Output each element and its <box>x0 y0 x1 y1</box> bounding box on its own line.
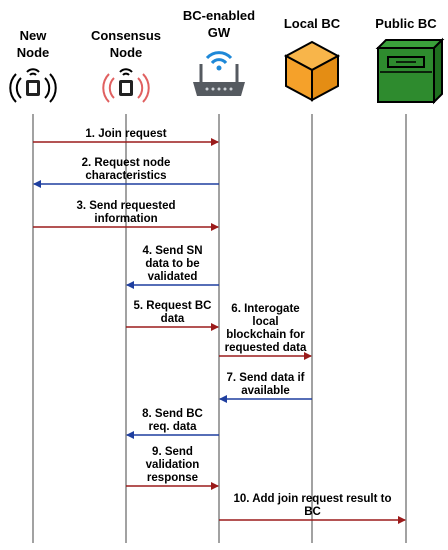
message-label: requested data <box>225 342 307 354</box>
message-label: 6. Interogate <box>231 303 299 315</box>
participant-label-consensus-node-2: Node <box>110 45 143 60</box>
message-label: validated <box>148 271 198 283</box>
message-label: 10. Add join request result to <box>233 493 391 505</box>
participant-label-gateway-2: GW <box>208 25 231 40</box>
participant-gateway: BC-enabled GW <box>183 8 255 96</box>
participant-label-new-node: New <box>20 28 48 43</box>
message-label: response <box>147 472 198 484</box>
message-label: 1. Join request <box>85 128 166 140</box>
message-label: 5. Request BC <box>134 300 212 312</box>
participant-public-bc: Public BC <box>375 16 445 105</box>
participant-label-gateway: BC-enabled <box>183 8 255 23</box>
message-label: 7. Send data if <box>227 372 305 384</box>
participant-label-local-bc: Local BC <box>284 16 341 31</box>
message-label: data <box>161 313 185 325</box>
message-label: local <box>252 316 278 328</box>
message-label: data to be <box>145 258 199 270</box>
message-label: BC <box>304 506 321 518</box>
message-label: validation <box>146 459 200 471</box>
message-label: blockchain for <box>226 329 305 341</box>
message-label: 8. Send BC <box>142 408 203 420</box>
server-icon <box>375 37 445 105</box>
participant-label-consensus-node: Consensus <box>91 28 161 43</box>
participant-new-node: New Node <box>9 28 57 103</box>
participant-label-public-bc: Public BC <box>375 16 437 31</box>
message-label: 9. Send <box>152 446 193 458</box>
message-label: 4. Send SN <box>142 245 202 257</box>
message-list: 1. Join request 2. Request nodecharacteri… <box>33 128 406 524</box>
message-1: 1. Join request <box>33 128 219 146</box>
message-label: 3. Send requested <box>76 200 175 212</box>
message-label: information <box>94 213 157 225</box>
message-label: characteristics <box>85 170 166 182</box>
iot-device-icon <box>102 68 150 103</box>
participant-consensus-node: Consensus Node <box>91 28 161 103</box>
message-label: req. data <box>149 421 198 433</box>
message-label: 2. Request node <box>82 157 171 169</box>
message-label: available <box>241 385 290 397</box>
participant-local-bc: Local BC <box>283 16 341 102</box>
cube-icon <box>283 40 341 102</box>
iot-device-icon <box>9 68 57 103</box>
wifi-router-icon <box>193 51 245 96</box>
participant-label-new-node-2: Node <box>17 45 50 60</box>
